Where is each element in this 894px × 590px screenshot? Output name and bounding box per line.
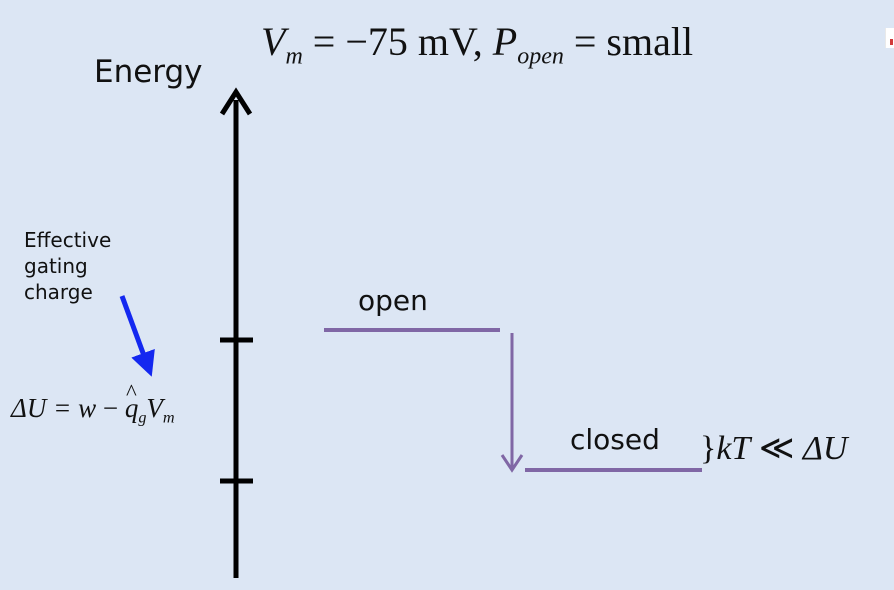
p-subscript: open (517, 43, 564, 70)
eq-q-hat: q (125, 380, 139, 424)
annotation-effective: Effective (24, 228, 112, 252)
p-value: = small (563, 19, 694, 64)
relation-brace: } (700, 430, 717, 467)
delta-u-equation: ΔU = w − qgVm (11, 380, 175, 428)
p-symbol: P (492, 19, 518, 64)
open-state-label: open (358, 284, 428, 317)
eq-v: V (146, 393, 163, 423)
energy-axis-arrowhead (219, 87, 253, 116)
vm-symbol: V (261, 19, 286, 64)
eq-v-sub: m (162, 408, 175, 427)
relation-delta-u: ΔU (802, 430, 848, 467)
header-formula: Vm = −75 mV, Popen = small (261, 18, 693, 70)
relation-kt: kT (716, 430, 751, 467)
annotation-gating: gating (24, 254, 88, 278)
eq-w: w (78, 393, 97, 423)
energy-axis-label: Energy (94, 54, 203, 90)
closed-state-label: closed (570, 423, 660, 456)
relation-much-less: ≪ (750, 430, 803, 467)
eq-minus: − (96, 393, 125, 423)
transition-arrowhead (500, 454, 524, 473)
vm-value: = −75 mV, (302, 19, 493, 64)
corner-fragment (885, 28, 894, 48)
eq-q-sub: g (138, 408, 147, 427)
gating-charge-arrow (119, 295, 155, 377)
kt-relation: }kT ≪ ΔU (700, 428, 847, 468)
annotation-charge: charge (24, 280, 93, 304)
eq-lhs: ΔU = (11, 393, 79, 423)
vm-subscript: m (285, 43, 303, 70)
